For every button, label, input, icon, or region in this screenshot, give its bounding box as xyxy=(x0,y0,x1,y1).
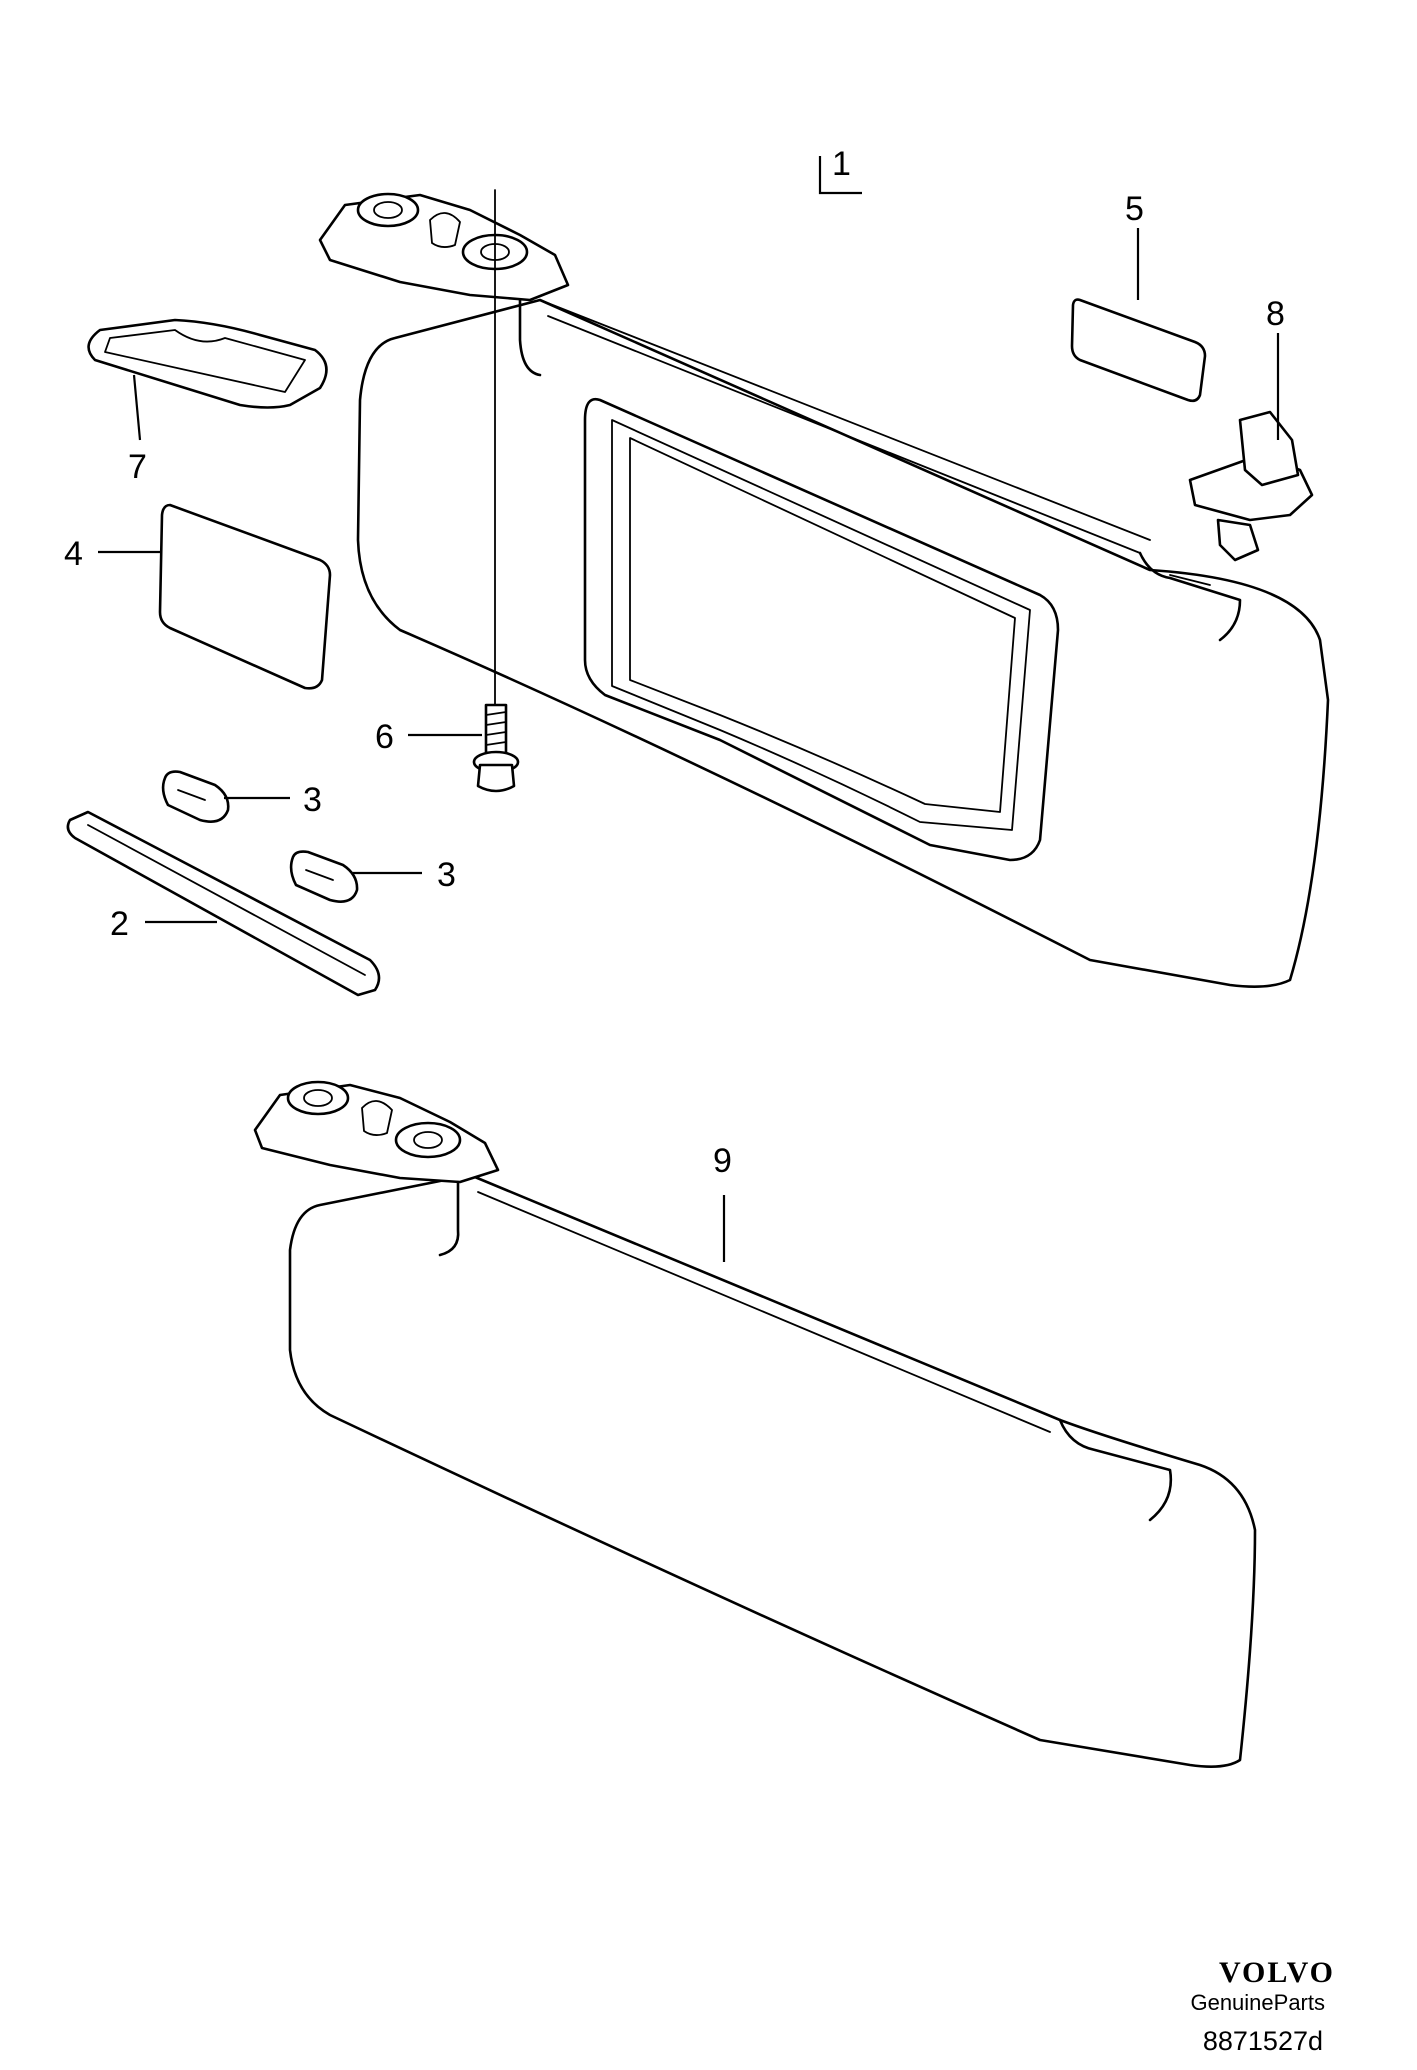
part-4-pad xyxy=(158,503,332,690)
part-7-cover-frame xyxy=(87,318,328,409)
part-3-bulb-lower xyxy=(289,850,359,903)
lower-sun-visor xyxy=(253,1080,1257,1768)
callout-5: 5 xyxy=(1125,190,1144,228)
upper-sun-visor xyxy=(318,189,1330,988)
callout-9: 9 xyxy=(713,1142,732,1180)
callout-4: 4 xyxy=(64,535,83,573)
callout-3-upper: 3 xyxy=(303,781,322,819)
brand-logo: VOLVO xyxy=(1219,1956,1335,1989)
callout-7: 7 xyxy=(128,448,147,486)
callout-3-lower: 3 xyxy=(437,856,456,894)
part-8-clip xyxy=(1188,410,1314,562)
callout-1: 1 xyxy=(832,145,851,183)
part-6-screw xyxy=(472,703,520,793)
part-2-lens xyxy=(66,810,381,997)
part-3-bulb-upper xyxy=(161,770,230,823)
callout-2: 2 xyxy=(110,905,129,943)
brand-subtitle: GenuineParts xyxy=(1190,1990,1325,2015)
diagram-code: 8871527d xyxy=(1203,2026,1323,2056)
part-5-pad xyxy=(1070,298,1207,403)
callout-8: 8 xyxy=(1266,295,1285,333)
callout-6: 6 xyxy=(375,718,394,756)
